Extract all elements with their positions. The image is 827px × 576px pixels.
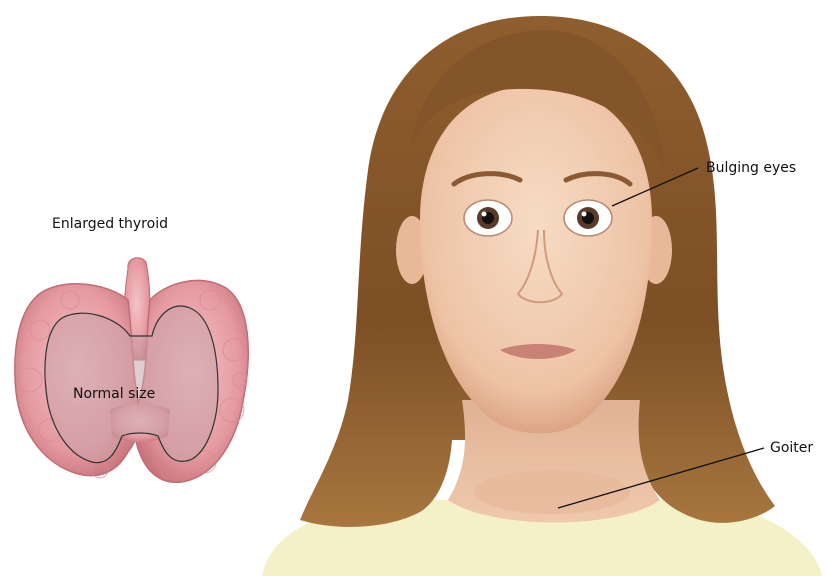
normal-size-label: Normal size — [73, 386, 155, 402]
right-eye — [564, 200, 612, 236]
enlarged-thyroid-illustration — [15, 258, 248, 483]
goiter-swelling — [474, 470, 630, 514]
goiter-label: Goiter — [770, 440, 813, 456]
left-eye — [464, 200, 512, 236]
woman-illustration — [262, 16, 822, 576]
bulging-eyes-label: Bulging eyes — [706, 160, 796, 176]
enlarged-thyroid-label: Enlarged thyroid — [52, 216, 168, 232]
